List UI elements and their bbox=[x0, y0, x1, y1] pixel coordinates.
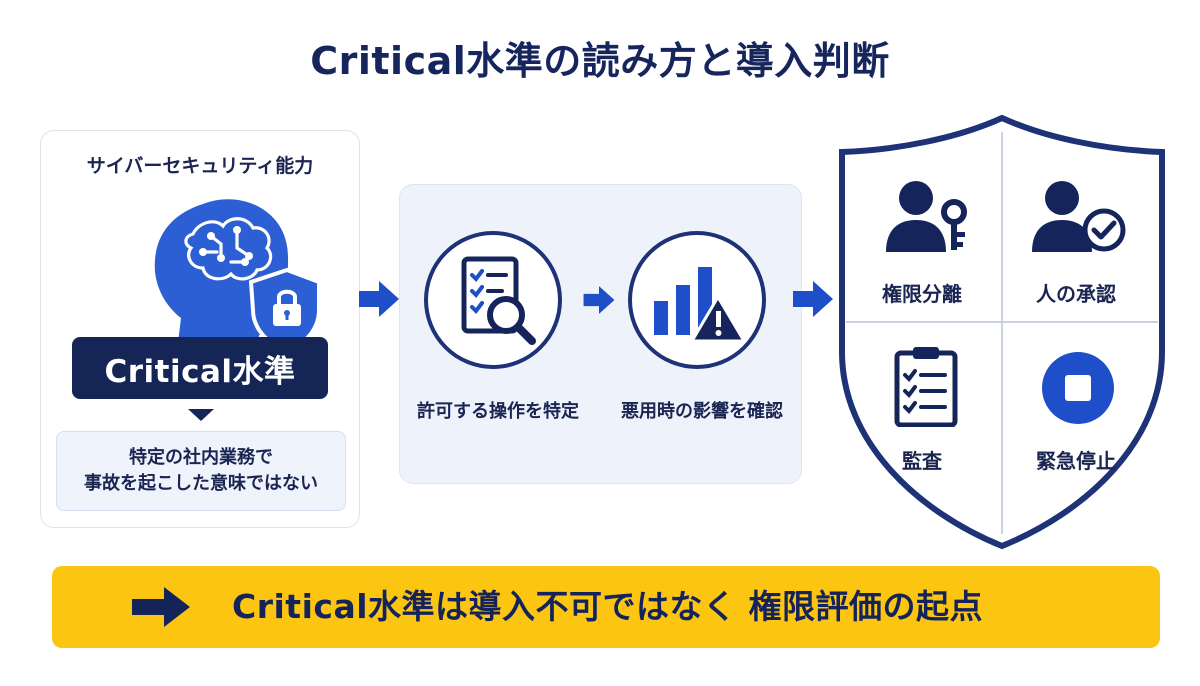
control-separation-label: 権限分離 bbox=[882, 282, 962, 306]
note-line-1: 特定の社内業務で bbox=[129, 446, 273, 468]
clipboard-checklist-icon bbox=[894, 347, 958, 427]
stop-button-icon bbox=[1042, 352, 1114, 424]
step-circle-identify bbox=[424, 231, 562, 369]
step-circle-impact bbox=[628, 231, 766, 369]
conclusion-banner: Critical水準は導入不可ではなく 権限評価の起点 bbox=[52, 566, 1160, 648]
evaluation-steps-panel: 許可する操作を特定 悪用時の影響を確認 bbox=[399, 184, 802, 484]
checklist-search-icon bbox=[461, 256, 536, 345]
capability-heading: サイバーセキュリティ能力 bbox=[86, 155, 314, 177]
step-label-impact: 悪用時の影響を確認 bbox=[621, 401, 783, 422]
arrow-right-icon bbox=[359, 281, 399, 317]
caret-down-icon bbox=[188, 409, 214, 421]
arrow-right-icon bbox=[583, 286, 615, 314]
control-approval-label: 人の承認 bbox=[1036, 282, 1116, 306]
arrow-right-icon bbox=[132, 587, 190, 627]
conclusion-text: Critical水準は導入不可ではなく 権限評価の起点 bbox=[232, 587, 984, 626]
ai-brain-shield-icon bbox=[154, 199, 321, 351]
user-approval-icon bbox=[1032, 181, 1126, 252]
clarification-note: 特定の社内業務で 事故を起こした意味ではない bbox=[56, 431, 346, 511]
arrow-right-icon bbox=[793, 281, 833, 317]
control-emergency-stop-label: 緊急停止 bbox=[1036, 449, 1116, 473]
control-audit-label: 監査 bbox=[902, 449, 942, 473]
step-label-identify: 許可する操作を特定 bbox=[417, 401, 579, 422]
bar-chart-warning-icon bbox=[654, 267, 747, 343]
note-line-2: 事故を起こした意味ではない bbox=[84, 473, 318, 494]
critical-level-badge: Critical水準 bbox=[72, 337, 328, 399]
page-title: Critical水準の読み方と導入判断 bbox=[310, 39, 890, 83]
user-key-icon bbox=[886, 181, 967, 252]
capability-card: サイバーセキュリティ能力 Critical水準 特定の社内業務で 事 bbox=[40, 130, 360, 528]
